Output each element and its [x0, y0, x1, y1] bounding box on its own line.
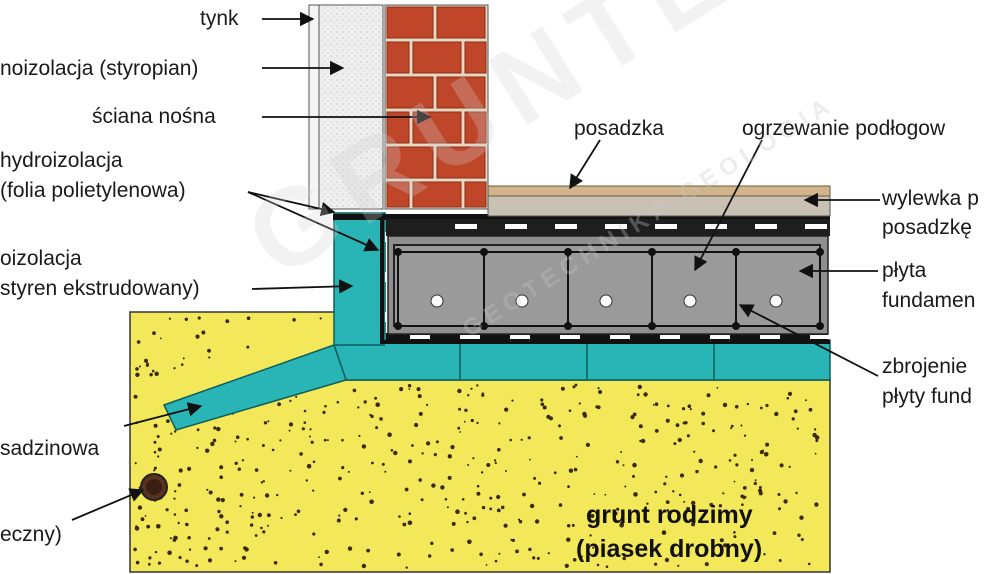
label-hydroizolacja-2: (folia polietylenowa) [0, 179, 186, 202]
label-grunt-1: grunt rodzimy [586, 501, 753, 529]
label-drenaz-1: sadzinowa [0, 437, 100, 460]
label-zbrojenie-2: płyty fund [882, 385, 972, 408]
drainage-pipe [140, 473, 168, 501]
label-drenaz-2: eczny) [0, 523, 62, 546]
label-posadzka: posadzka [574, 117, 664, 140]
label-grunt-2: (piasek drobny) [576, 535, 763, 563]
label-izolacja-2: styren ekstrudowany) [0, 277, 200, 300]
label-wylewka-1: wylewka p [882, 187, 979, 210]
label-hydroizolacja-1: hydroizolacja [0, 149, 123, 172]
label-plyta-2: fundamen [882, 289, 976, 312]
label-ogrzewanie: ogrzewanie podłogow [742, 117, 946, 140]
label-sciana-nosna: ściana nośna [92, 105, 216, 128]
brick-wall [384, 4, 489, 210]
label-tynk: tynk [200, 7, 239, 30]
label-wylewka-2: posadzkę [882, 216, 972, 239]
label-zbrojenie-1: zbrojenie [882, 355, 968, 378]
label-termoizolacja: noizolacja (styropian) [0, 57, 199, 80]
foundation-slab [387, 235, 829, 335]
label-izolacja-1: oizolacja [0, 247, 82, 270]
polystyrene-layer [318, 4, 384, 210]
leader-lines [71, 11, 880, 521]
label-plyta-1: płyta [882, 259, 927, 282]
